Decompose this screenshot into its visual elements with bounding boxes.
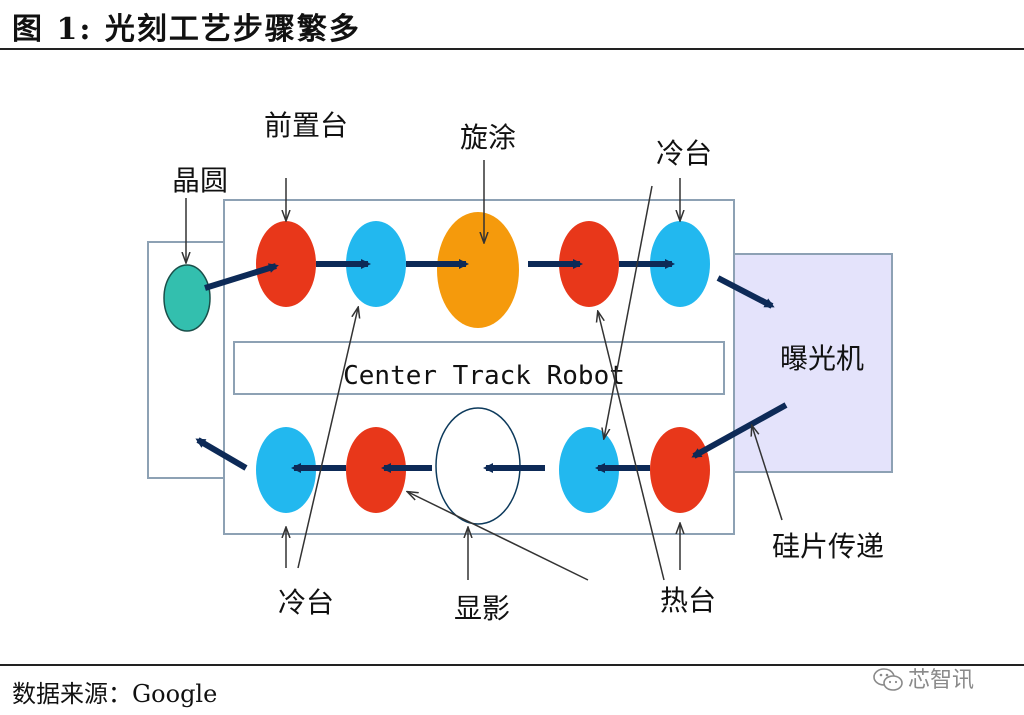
flow-arrow-from-exposure bbox=[691, 402, 788, 459]
spin-coat-circle bbox=[437, 212, 519, 328]
flow-arrow-exit bbox=[195, 437, 248, 471]
hot-plate-circle-1 bbox=[559, 221, 619, 307]
center-track-robot-label: Center Track Robot bbox=[343, 361, 625, 391]
watermark: 芯智讯 bbox=[872, 660, 1012, 696]
pre-stage-circle bbox=[256, 221, 316, 307]
flow-arrows bbox=[195, 259, 788, 473]
hot-plate-circle-2 bbox=[346, 427, 406, 513]
title-bar: 图 1: 光刻工艺步骤繁多 bbox=[0, 0, 1024, 48]
label-hot-plate: 热台 bbox=[660, 584, 716, 617]
watermark-text: 芯智讯 bbox=[908, 668, 975, 693]
pointer-cool-top-to-bottom bbox=[604, 185, 653, 438]
wechat-icon bbox=[873, 668, 903, 691]
pointer-transfer bbox=[752, 426, 783, 521]
center-track-robot-bar bbox=[233, 341, 725, 395]
figure-title: 图 1: 光刻工艺步骤繁多 bbox=[12, 12, 361, 47]
pointer-develop-to-hot bbox=[408, 492, 589, 581]
bottom-rule bbox=[0, 664, 1024, 666]
pointer-hot-to-top bbox=[598, 312, 665, 581]
source-note: 数据来源：Google bbox=[12, 680, 218, 708]
pointer-cool-bottom-up bbox=[297, 308, 358, 569]
label-spin-coat: 旋涂 bbox=[460, 121, 516, 154]
label-pre-stage: 前置台 bbox=[264, 109, 348, 142]
label-develop: 显影 bbox=[454, 592, 510, 625]
label-cool-bottom: 冷台 bbox=[278, 586, 334, 619]
flow-arrow-to-exposure bbox=[716, 275, 775, 309]
wafer-circle bbox=[163, 264, 211, 332]
label-cool-top: 冷台 bbox=[656, 137, 712, 170]
cool-plate-circle-1 bbox=[346, 221, 406, 307]
exposure-box bbox=[733, 253, 893, 473]
label-exposure: 曝光机 bbox=[780, 342, 864, 375]
cool-plate-circle-2 bbox=[650, 221, 710, 307]
cool-plate-circle-3 bbox=[256, 427, 316, 513]
label-wafer: 晶圆 bbox=[172, 164, 228, 197]
lithography-diagram: Center Track Robot bbox=[147, 109, 893, 625]
flow-arrow-wafer-to-pre bbox=[204, 263, 279, 291]
pointer-lines bbox=[186, 160, 783, 581]
top-rule bbox=[0, 48, 1024, 50]
label-wafer-transfer: 硅片传递 bbox=[772, 530, 884, 563]
hot-plate-circle-3 bbox=[650, 427, 710, 513]
cool-plate-circle-4 bbox=[559, 427, 619, 513]
